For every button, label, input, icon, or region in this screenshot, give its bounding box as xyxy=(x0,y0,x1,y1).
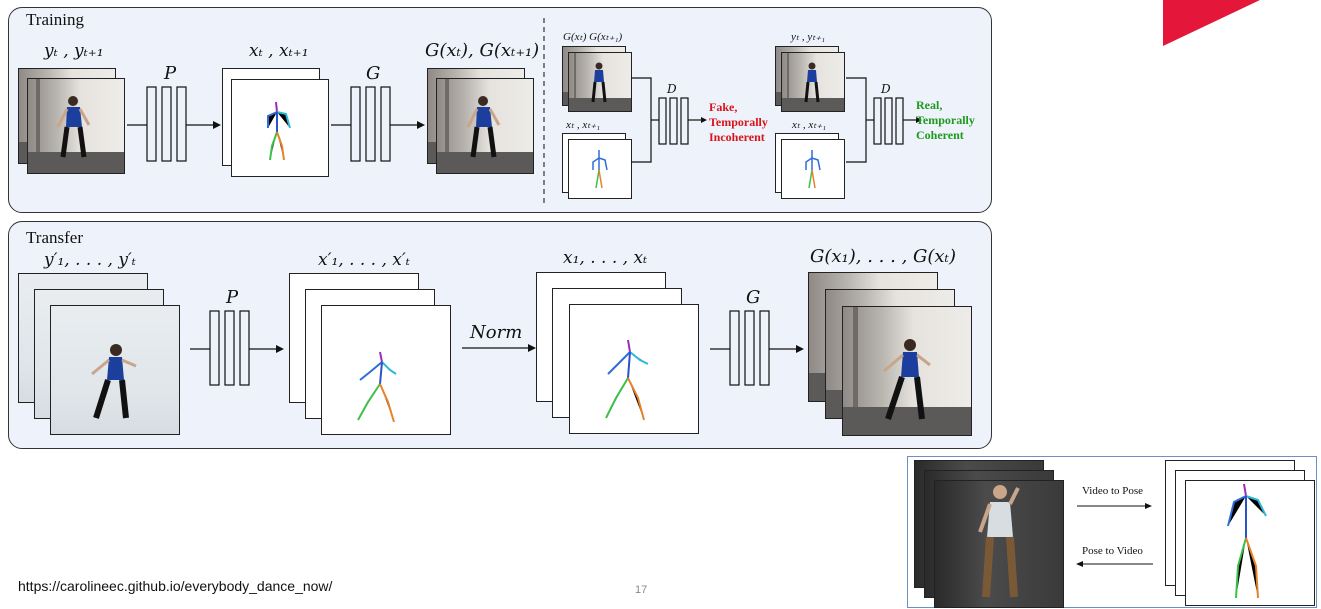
training-skeleton-figure xyxy=(267,101,291,161)
transfer-x-prime-label: x′₁, . . . , x′ₜ xyxy=(318,250,410,270)
fake-label: Fake, Temporally Incoherent xyxy=(709,100,768,145)
transfer-norm-label: Norm xyxy=(470,322,523,343)
transfer-norm-skeleton-figure xyxy=(605,339,649,421)
training-x-label: xₜ , xₜ₊₁ xyxy=(249,41,309,61)
transfer-generator-icon xyxy=(710,310,804,386)
training-dancer-figure xyxy=(56,96,91,158)
disc-fake-bottom-label: xₜ , xₜ₊₁ xyxy=(566,119,601,131)
transfer-pose-skeleton-figure xyxy=(357,351,397,423)
transfer-Gx-label: G(x₁), . . . , G(xₜ) xyxy=(810,246,957,267)
footer-url-link[interactable]: https://carolineec.github.io/everybody_d… xyxy=(18,578,333,594)
inset-pose-to-video-arrow xyxy=(1076,561,1153,567)
training-Gx-label: G(xₜ), G(xₜ₊₁) xyxy=(425,40,540,61)
transfer-source-dancer-figure xyxy=(91,344,137,419)
inset-video-to-pose-label: Video to Pose xyxy=(1082,485,1144,497)
transfer-output-dancer-figure xyxy=(883,339,931,420)
fake-label-line1: Fake, xyxy=(709,100,738,114)
disc-real-dancer-figure xyxy=(804,62,820,103)
disc-fake-dancer-figure xyxy=(591,62,607,103)
disc-fake-D-label: D xyxy=(667,82,677,96)
corner-accent-shape xyxy=(1163,0,1260,46)
fake-label-line3: Incoherent xyxy=(709,130,765,144)
transfer-title: Transfer xyxy=(26,228,83,247)
transfer-x-label: x₁, . . . , xₜ xyxy=(563,248,648,268)
training-generated-dancer-figure xyxy=(466,96,501,158)
disc-real-top-label: yₜ , yₜ₊₁ xyxy=(791,31,826,43)
transfer-pose-encoder-icon xyxy=(190,310,284,386)
inset-pose-to-video-label: Pose to Video xyxy=(1082,545,1143,557)
disc-real-D-label: D xyxy=(881,82,891,96)
disc-fake-gen-frame-front xyxy=(568,52,632,112)
page-number: 17 xyxy=(635,584,648,596)
transfer-norm-arrow xyxy=(462,344,536,352)
transfer-P-label: P xyxy=(226,287,239,308)
inset-video-to-pose-arrow xyxy=(1077,503,1152,509)
real-label-line3: Coherent xyxy=(916,128,964,142)
training-pose-frame-front xyxy=(231,79,329,177)
disc-fake-top-label: G(xₜ) G(xₜ₊₁) xyxy=(563,31,623,43)
disc-real-discriminator-icon xyxy=(846,77,922,163)
real-label: Real, Temporally Coherent xyxy=(916,98,975,143)
transfer-output-frame-3 xyxy=(842,306,972,436)
inset-pose-frame-3 xyxy=(1185,480,1315,606)
real-label-line1: Real, xyxy=(916,98,943,112)
disc-fake-skeleton-figure xyxy=(592,150,608,189)
training-y-label: yₜ , yₜ₊₁ xyxy=(44,41,104,61)
real-label-line2: Temporally xyxy=(916,113,975,127)
training-dashed-divider xyxy=(543,18,545,203)
disc-real-skeleton-figure xyxy=(805,150,821,189)
training-title: Training xyxy=(26,10,84,29)
inset-video-frame-3 xyxy=(934,480,1064,608)
disc-real-pose-frame-front xyxy=(781,139,845,199)
disc-fake-discriminator-icon xyxy=(631,77,707,163)
disc-real-bottom-label: xₜ , xₜ₊₁ xyxy=(792,119,827,131)
transfer-y-label: y′₁, . . . , y′ₜ xyxy=(44,250,136,270)
training-P-label: P xyxy=(164,63,177,84)
transfer-pose-frame-3 xyxy=(321,305,451,435)
disc-fake-pose-frame-front xyxy=(568,139,632,199)
inset-skeleton-figure xyxy=(1227,483,1267,599)
training-G-label: G xyxy=(366,63,381,84)
disc-real-frame-front xyxy=(781,52,845,112)
transfer-norm-frame-3 xyxy=(569,304,699,434)
inset-person-figure xyxy=(978,485,1020,598)
transfer-G-label: G xyxy=(746,287,761,308)
training-pose-encoder-icon xyxy=(127,86,221,162)
training-generator-icon xyxy=(331,86,425,162)
fake-label-line2: Temporally xyxy=(709,115,768,129)
